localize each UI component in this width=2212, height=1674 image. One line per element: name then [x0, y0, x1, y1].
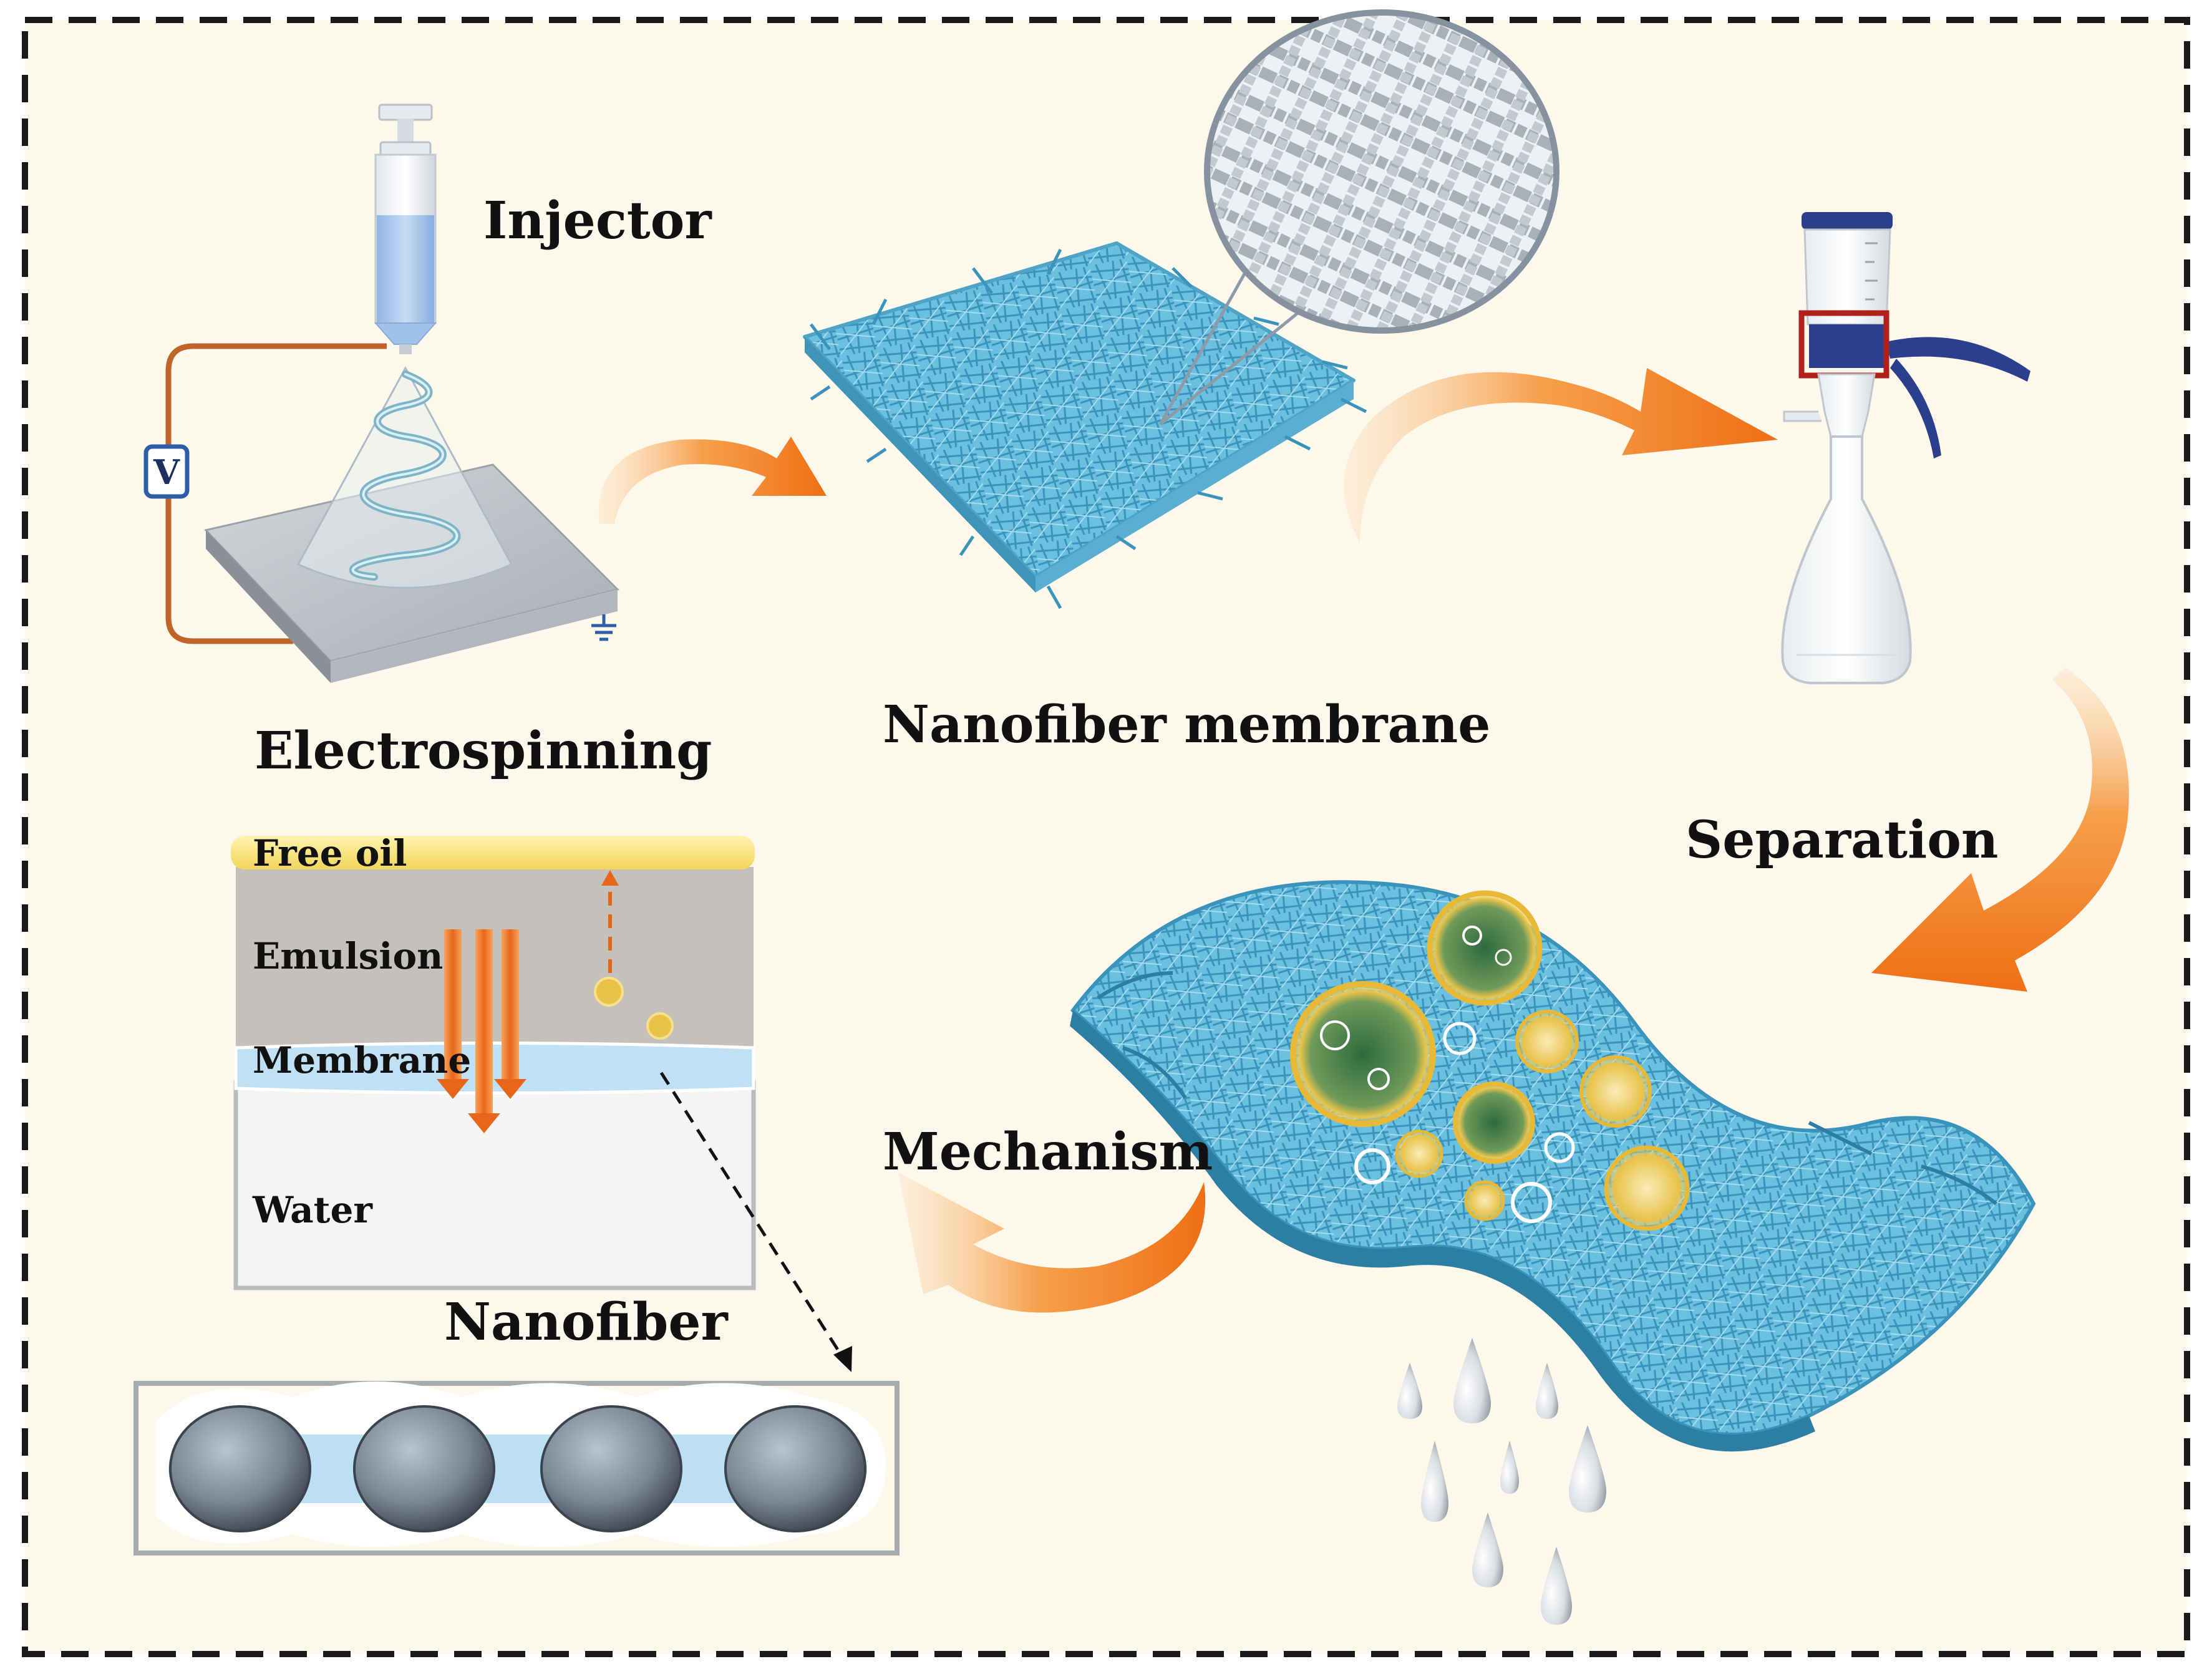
flow-arrow-1 [598, 437, 827, 524]
membrane-layer [234, 1042, 755, 1095]
flow-arrow-3 [1871, 667, 2129, 992]
bead [724, 1405, 866, 1532]
electrospinning-setup: V Injector [143, 104, 712, 781]
voltage-source-icon: V [143, 444, 190, 499]
droplet-icon [1397, 1363, 1422, 1419]
emulsion-label: Emulsion [253, 935, 443, 977]
bead [540, 1405, 682, 1532]
oil-droplets [1290, 890, 1690, 1231]
mechanism-schematic: Free oil Emulsion Membrane Water [231, 832, 852, 1372]
droplet-icon [1500, 1441, 1519, 1494]
nanofiber-membrane: Nanofiber membrane [803, 9, 1560, 755]
droplet-icon [1569, 1425, 1606, 1512]
flow-arrow-4 [898, 1173, 1206, 1313]
nanofiber-label: Nanofiber [444, 1292, 729, 1352]
syringe-icon [374, 104, 437, 354]
bead [169, 1405, 311, 1532]
droplet-icon [1536, 1363, 1558, 1419]
free-oil-layer [231, 836, 755, 869]
water-layer [233, 1080, 756, 1290]
zoom-lens [1204, 9, 1560, 334]
droplet-icon [1453, 1338, 1491, 1423]
vacuum-filter-icon [1781, 212, 2030, 684]
bead [353, 1405, 495, 1532]
free-oil-label: Free oil [253, 832, 407, 874]
nanofiber-membrane-label: Nanofiber membrane [883, 695, 1490, 755]
electrospinning-label: Electrospinning [255, 721, 712, 781]
droplet-icon [1472, 1512, 1503, 1587]
water-label: Water [252, 1189, 373, 1231]
ground-icon [591, 614, 616, 641]
membrane-label: Membrane [253, 1039, 471, 1081]
water-drops [1397, 1338, 1606, 1625]
droplet-icon [1541, 1547, 1572, 1625]
injector-label: Injector [483, 191, 712, 251]
droplet-icon [1421, 1441, 1448, 1522]
nanofiber-beads [133, 1381, 900, 1555]
voltage-label: V [153, 452, 180, 492]
mechanism-label: Mechanism [883, 1122, 1213, 1182]
dashed-border [22, 17, 2190, 1657]
separation-label: Separation [1686, 810, 1999, 870]
flow-arrow-2 [1344, 368, 1778, 543]
taylor-cone [296, 365, 513, 589]
